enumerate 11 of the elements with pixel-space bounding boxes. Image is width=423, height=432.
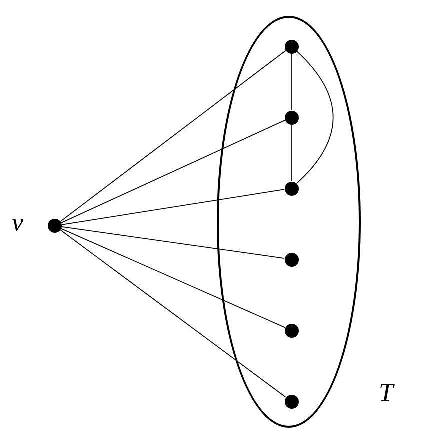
edge-line <box>291 53 292 111</box>
edge-line <box>60 120 286 224</box>
vertex-label: v <box>12 210 24 236</box>
edge-line <box>291 124 292 182</box>
edge-line <box>60 50 286 222</box>
set-label: T <box>379 380 394 406</box>
edge-line <box>60 230 286 398</box>
edge-line <box>61 226 286 259</box>
edge-line <box>296 50 334 184</box>
edge-line <box>60 228 286 328</box>
edge-line <box>61 189 286 226</box>
